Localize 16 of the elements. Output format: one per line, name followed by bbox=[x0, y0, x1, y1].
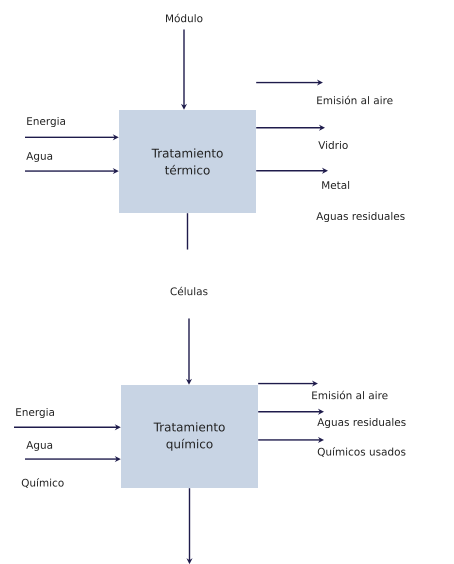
flow-label: Emisión al aire bbox=[317, 96, 393, 104]
flow-label: Vidrio bbox=[318, 140, 348, 150]
flow-label: Energia bbox=[27, 116, 65, 128]
flow-label: Energia bbox=[16, 408, 54, 418]
flow-label: Aguas residuales bbox=[316, 212, 405, 222]
flow-label: Módulo bbox=[166, 14, 202, 22]
flow-label: Químicos usados bbox=[318, 447, 406, 457]
flow-label: Metal bbox=[322, 180, 350, 190]
process-box: Tratamiento químico bbox=[121, 385, 258, 488]
flow-label: Agua bbox=[26, 441, 52, 451]
flow-label: Químico bbox=[22, 478, 64, 488]
process-box: Tratamiento térmico bbox=[119, 110, 256, 213]
flow-label: Aguas residuales bbox=[317, 418, 406, 428]
flow-label: Células bbox=[170, 286, 208, 296]
flow-label: Agua bbox=[26, 152, 52, 162]
flow-label: Emisión al aire bbox=[312, 390, 388, 400]
